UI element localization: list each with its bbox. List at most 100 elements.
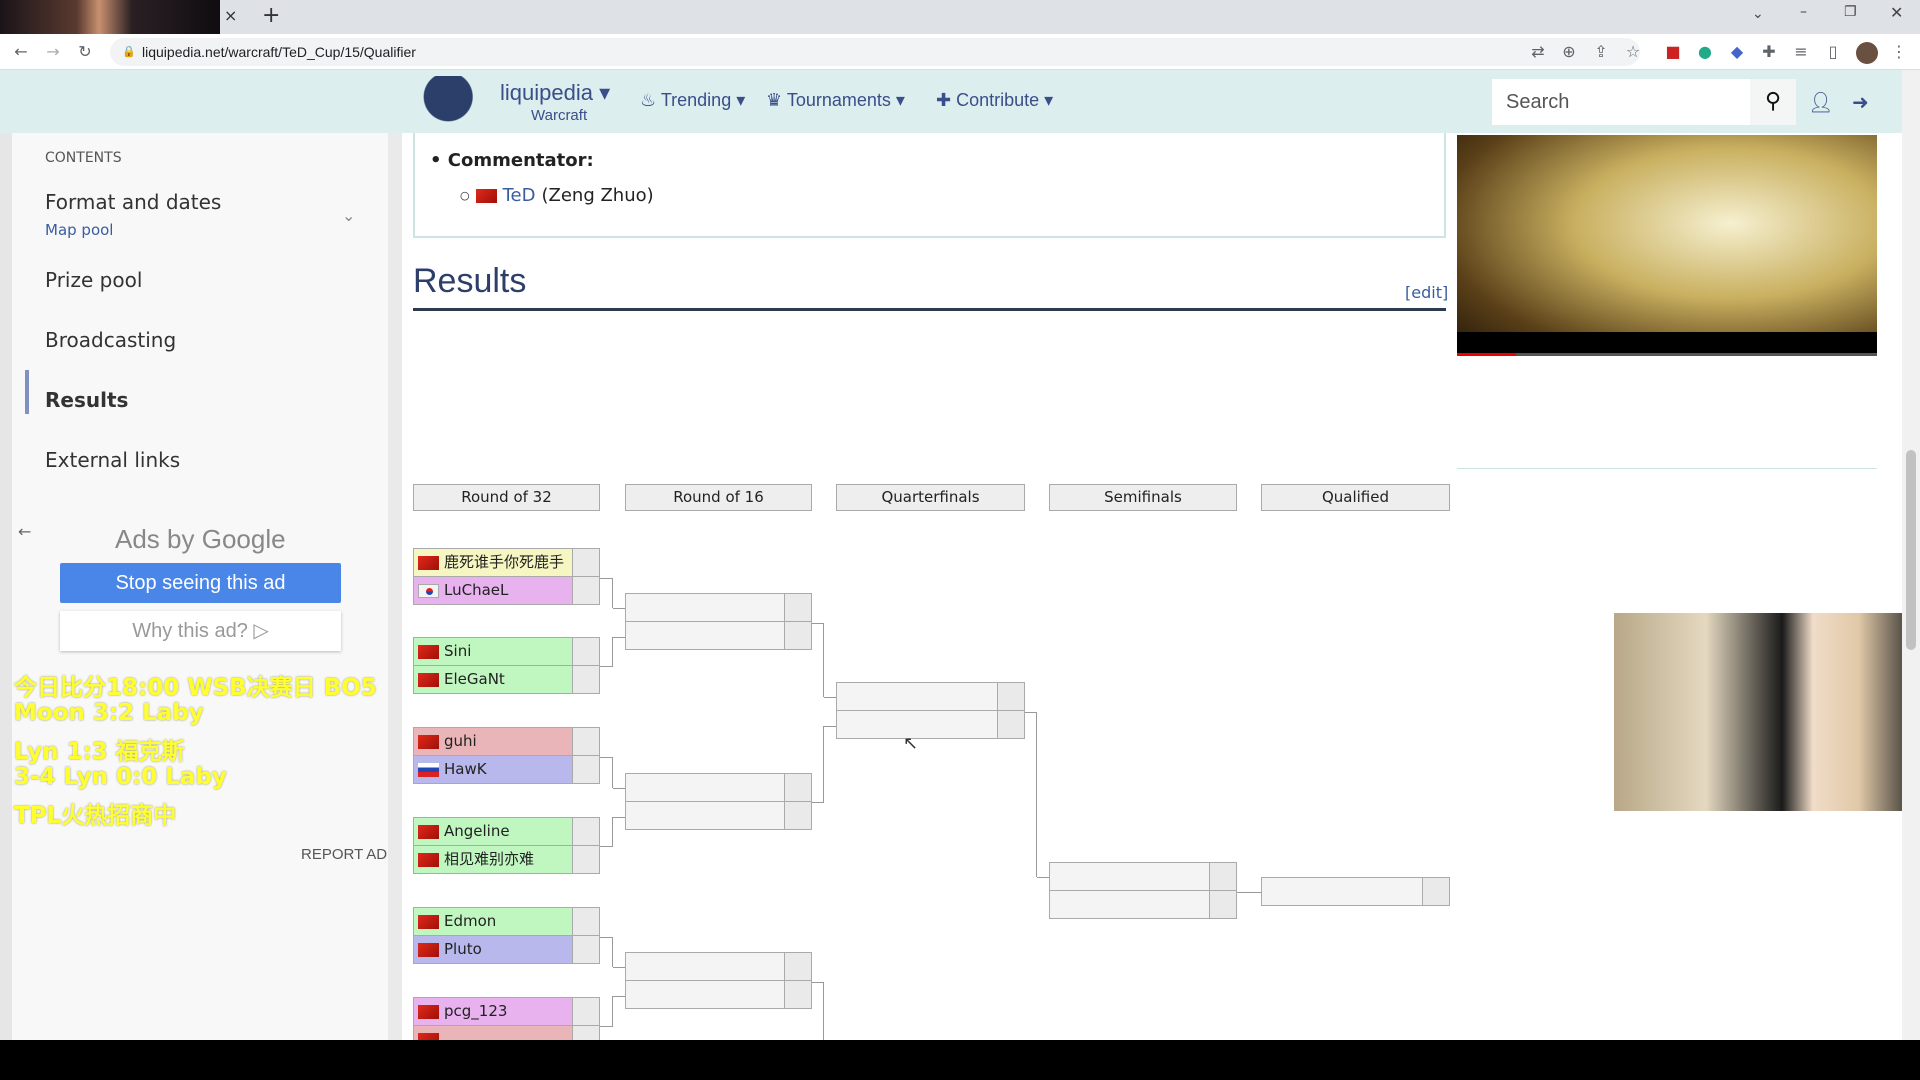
new-tab-button[interactable]: +	[262, 3, 281, 28]
toc-item-broadcasting[interactable]: Broadcasting	[45, 328, 177, 352]
toc-item-map-pool[interactable]: Map pool	[45, 221, 114, 239]
commentator-link[interactable]: TeD	[502, 185, 536, 206]
bracket-slot[interactable]: pcg_123	[413, 997, 600, 1026]
address-bar[interactable]: liquipedia.net/warcraft/TeD_Cup/15/Quali…	[110, 38, 1640, 66]
search-input[interactable]: Search	[1492, 79, 1750, 125]
chevron-down-icon[interactable]: ⌄	[342, 206, 356, 225]
translate-extension-icon[interactable]: ◆	[1730, 42, 1744, 61]
toc-item-format[interactable]: Format and dates	[45, 190, 222, 214]
nav-tournaments[interactable]: ♛ Tournaments ▾	[766, 90, 905, 110]
player-name[interactable]: EleGaNt	[444, 670, 505, 688]
bracket-slot[interactable]: Sini	[413, 637, 600, 666]
menu-icon[interactable]: ⋮	[1891, 42, 1907, 61]
bracket-slot[interactable]	[836, 682, 1025, 711]
video-player[interactable]	[1457, 135, 1877, 356]
bookmark-star-icon[interactable]: ☆	[1625, 42, 1641, 61]
search-icon[interactable]: ⚲	[1750, 79, 1796, 125]
player-name[interactable]: Angeline	[444, 822, 510, 840]
bracket-slot[interactable]	[625, 621, 812, 650]
score-cell	[997, 683, 1024, 710]
player-name[interactable]: guhi	[444, 732, 477, 750]
chrome-extension-icon[interactable]: ●	[1698, 42, 1712, 61]
bracket-slot[interactable]: EleGaNt	[413, 665, 600, 694]
reload-icon[interactable]: ↻	[78, 42, 92, 61]
player-name[interactable]: LuChaeL	[444, 581, 509, 599]
puzzle-icon[interactable]: ✚	[1762, 42, 1776, 61]
url-text: liquipedia.net/warcraft/TeD_Cup/15/Quali…	[142, 44, 416, 60]
create-account-icon[interactable]: 👤︎	[1808, 90, 1834, 114]
bracket-connector	[612, 996, 625, 997]
bracket-slot[interactable]	[1049, 862, 1237, 891]
bracket-connector	[1025, 712, 1037, 877]
site-title[interactable]: liquipedia ▾	[500, 80, 611, 105]
minimize-icon[interactable]: –	[1800, 4, 1807, 20]
zoom-icon[interactable]: ⊕	[1562, 42, 1576, 61]
player-name[interactable]: 相见难别亦难	[444, 850, 535, 868]
bracket-slot[interactable]	[1261, 877, 1450, 906]
score-cell	[572, 908, 599, 935]
score-cell	[572, 936, 599, 963]
puzzle-piece-icon: ✚	[936, 90, 952, 110]
active-tab[interactable]	[0, 0, 220, 34]
player-name-cell: 鹿死谁手你死鹿手	[414, 549, 572, 576]
toc-item-prize-pool[interactable]: Prize pool	[45, 268, 143, 292]
bracket-slot[interactable]	[625, 952, 812, 981]
video-progress-bar[interactable]	[1457, 353, 1877, 356]
bracket-connector	[600, 817, 613, 847]
restore-icon[interactable]: ❐	[1844, 4, 1857, 20]
bracket-slot[interactable]: LuChaeL	[413, 576, 600, 605]
report-ad-link[interactable]: REPORT AD	[301, 846, 388, 863]
scrollbar-thumb[interactable]	[1906, 450, 1916, 650]
toc-item-external-links[interactable]: External links	[45, 448, 181, 472]
side-panel-icon[interactable]: ▯	[1828, 42, 1838, 61]
ad-back-icon[interactable]: ←	[18, 522, 32, 541]
why-this-ad-button[interactable]: Why this ad? ▷	[60, 611, 341, 651]
bracket-slot[interactable]: Pluto	[413, 935, 600, 964]
liquipedia-logo-icon[interactable]	[405, 76, 477, 128]
profile-avatar[interactable]	[1856, 42, 1878, 64]
bracket-slot[interactable]: HawK	[413, 755, 600, 784]
translate-icon[interactable]: ⇄	[1531, 42, 1545, 61]
back-icon[interactable]: ←	[14, 42, 28, 61]
page-scrollbar[interactable]	[1902, 70, 1920, 1040]
player-name[interactable]: HawK	[444, 760, 487, 778]
share-icon[interactable]: ⇪	[1594, 42, 1608, 61]
player-name[interactable]: pcg_123	[444, 1002, 508, 1020]
webcam-overlay	[1614, 613, 1920, 811]
player-name[interactable]: Pluto	[444, 940, 482, 958]
bracket-slot[interactable]	[625, 980, 812, 1009]
nav-contribute[interactable]: ✚ Contribute ▾	[936, 90, 1054, 110]
bracket-slot[interactable]: 鹿死谁手你死鹿手	[413, 548, 600, 577]
bracket-slot[interactable]: guhi	[413, 727, 600, 756]
score-cell	[572, 998, 599, 1025]
player-name[interactable]: 鹿死谁手你死鹿手	[444, 553, 565, 571]
player-name-cell: Edmon	[414, 908, 572, 935]
nav-trending[interactable]: ♨ Trending ▾	[640, 90, 746, 110]
reading-list-icon[interactable]: ≡	[1794, 42, 1808, 61]
bracket-slot[interactable]: Angeline	[413, 817, 600, 846]
player-name-cell: guhi	[414, 728, 572, 755]
edit-link[interactable]: [edit]	[1405, 283, 1449, 302]
player-name[interactable]: Edmon	[444, 912, 497, 930]
extension-icon[interactable]: ■	[1665, 42, 1681, 61]
forward-icon[interactable]: →	[46, 42, 60, 61]
bracket-slot[interactable]	[625, 801, 812, 830]
login-icon[interactable]: ➜	[1852, 90, 1869, 114]
round-header: Round of 32	[413, 484, 600, 511]
bracket-slot[interactable]: 相见难别亦难	[413, 845, 600, 874]
bracket-slot[interactable]	[625, 593, 812, 622]
score-cell	[784, 594, 811, 621]
tab-search-icon[interactable]: ⌄	[1752, 6, 1764, 22]
toc-item-results[interactable]: Results	[45, 388, 129, 412]
close-window-icon[interactable]: ✕	[1890, 3, 1904, 22]
tab-close-icon[interactable]: ×	[224, 6, 238, 25]
bracket-slot[interactable]	[836, 710, 1025, 739]
video-controls[interactable]	[1457, 332, 1877, 356]
player-name[interactable]: Sini	[444, 642, 472, 660]
bracket-slot[interactable]	[1049, 890, 1237, 919]
bracket-match	[836, 682, 1025, 739]
bracket-slot[interactable]: Edmon	[413, 907, 600, 936]
stop-seeing-ad-button[interactable]: Stop seeing this ad	[60, 563, 341, 603]
bracket-slot[interactable]	[625, 773, 812, 802]
